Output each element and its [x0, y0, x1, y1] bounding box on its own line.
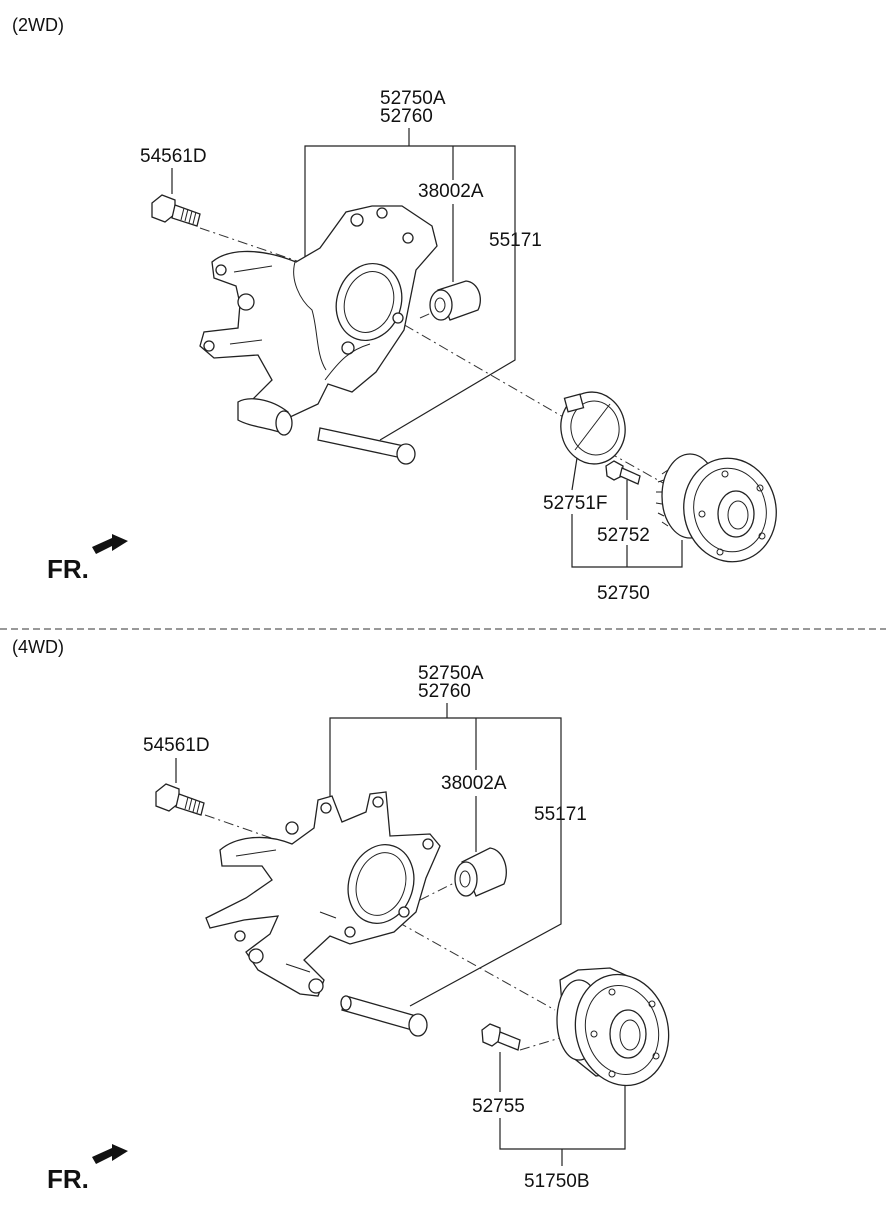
label-bolt[interactable]: 54561D	[140, 146, 207, 167]
bushing-icon[interactable]	[454, 847, 507, 897]
knuckle-icon[interactable]	[205, 791, 441, 997]
fr-label: FR.	[47, 554, 89, 584]
hub-assembly-icon[interactable]	[655, 450, 786, 571]
label-hub-bolt[interactable]: 52755	[472, 1096, 525, 1117]
bushing-icon[interactable]	[429, 280, 481, 321]
fr-label: FR.	[47, 1164, 89, 1194]
front-arrow-icon	[92, 534, 128, 554]
front-direction-indicator: FR.	[47, 534, 128, 584]
section-4wd: (4WD) 52750A 52760 54561D 38002A 55171 5…	[12, 637, 680, 1194]
bolt-icon[interactable]	[151, 194, 201, 227]
label-knuckle-a[interactable]: 52750A	[418, 663, 484, 684]
front-direction-indicator: FR.	[47, 1144, 128, 1194]
hub-assembly-icon[interactable]	[556, 965, 680, 1096]
label-knuckle-a[interactable]: 52750A	[380, 88, 446, 109]
centerlines-2wd	[199, 227, 673, 489]
label-knuckle-b[interactable]: 52760	[418, 681, 471, 702]
leader-lines-2wd	[171, 128, 683, 568]
label-hub-assy[interactable]: 51750B	[524, 1171, 590, 1192]
label-hub-assy[interactable]: 52750	[597, 583, 650, 604]
section-2wd: (2WD) 52750A 52760 54561D 38002A 55171 5…	[12, 15, 786, 604]
label-knuckle-b[interactable]: 52760	[380, 106, 433, 127]
knuckle-icon[interactable]	[199, 205, 438, 419]
section-title-2wd: (2WD)	[12, 15, 64, 35]
hub-bolt-icon[interactable]	[605, 460, 641, 485]
section-title-4wd: (4WD)	[12, 637, 64, 657]
label-bushing[interactable]: 38002A	[418, 181, 484, 202]
bearing-icon[interactable]	[555, 387, 631, 469]
pin-icon[interactable]	[237, 398, 416, 465]
hub-bolt-icon[interactable]	[481, 1023, 521, 1051]
bolt-icon[interactable]	[155, 783, 205, 816]
label-hub-bolt[interactable]: 52752	[597, 525, 650, 546]
leader-lines-4wd	[175, 703, 626, 1166]
label-bolt[interactable]: 54561D	[143, 735, 210, 756]
label-bushing[interactable]: 38002A	[441, 773, 507, 794]
pin-icon[interactable]	[340, 995, 428, 1037]
front-arrow-icon	[92, 1144, 128, 1164]
label-bearing[interactable]: 52751F	[543, 493, 607, 514]
